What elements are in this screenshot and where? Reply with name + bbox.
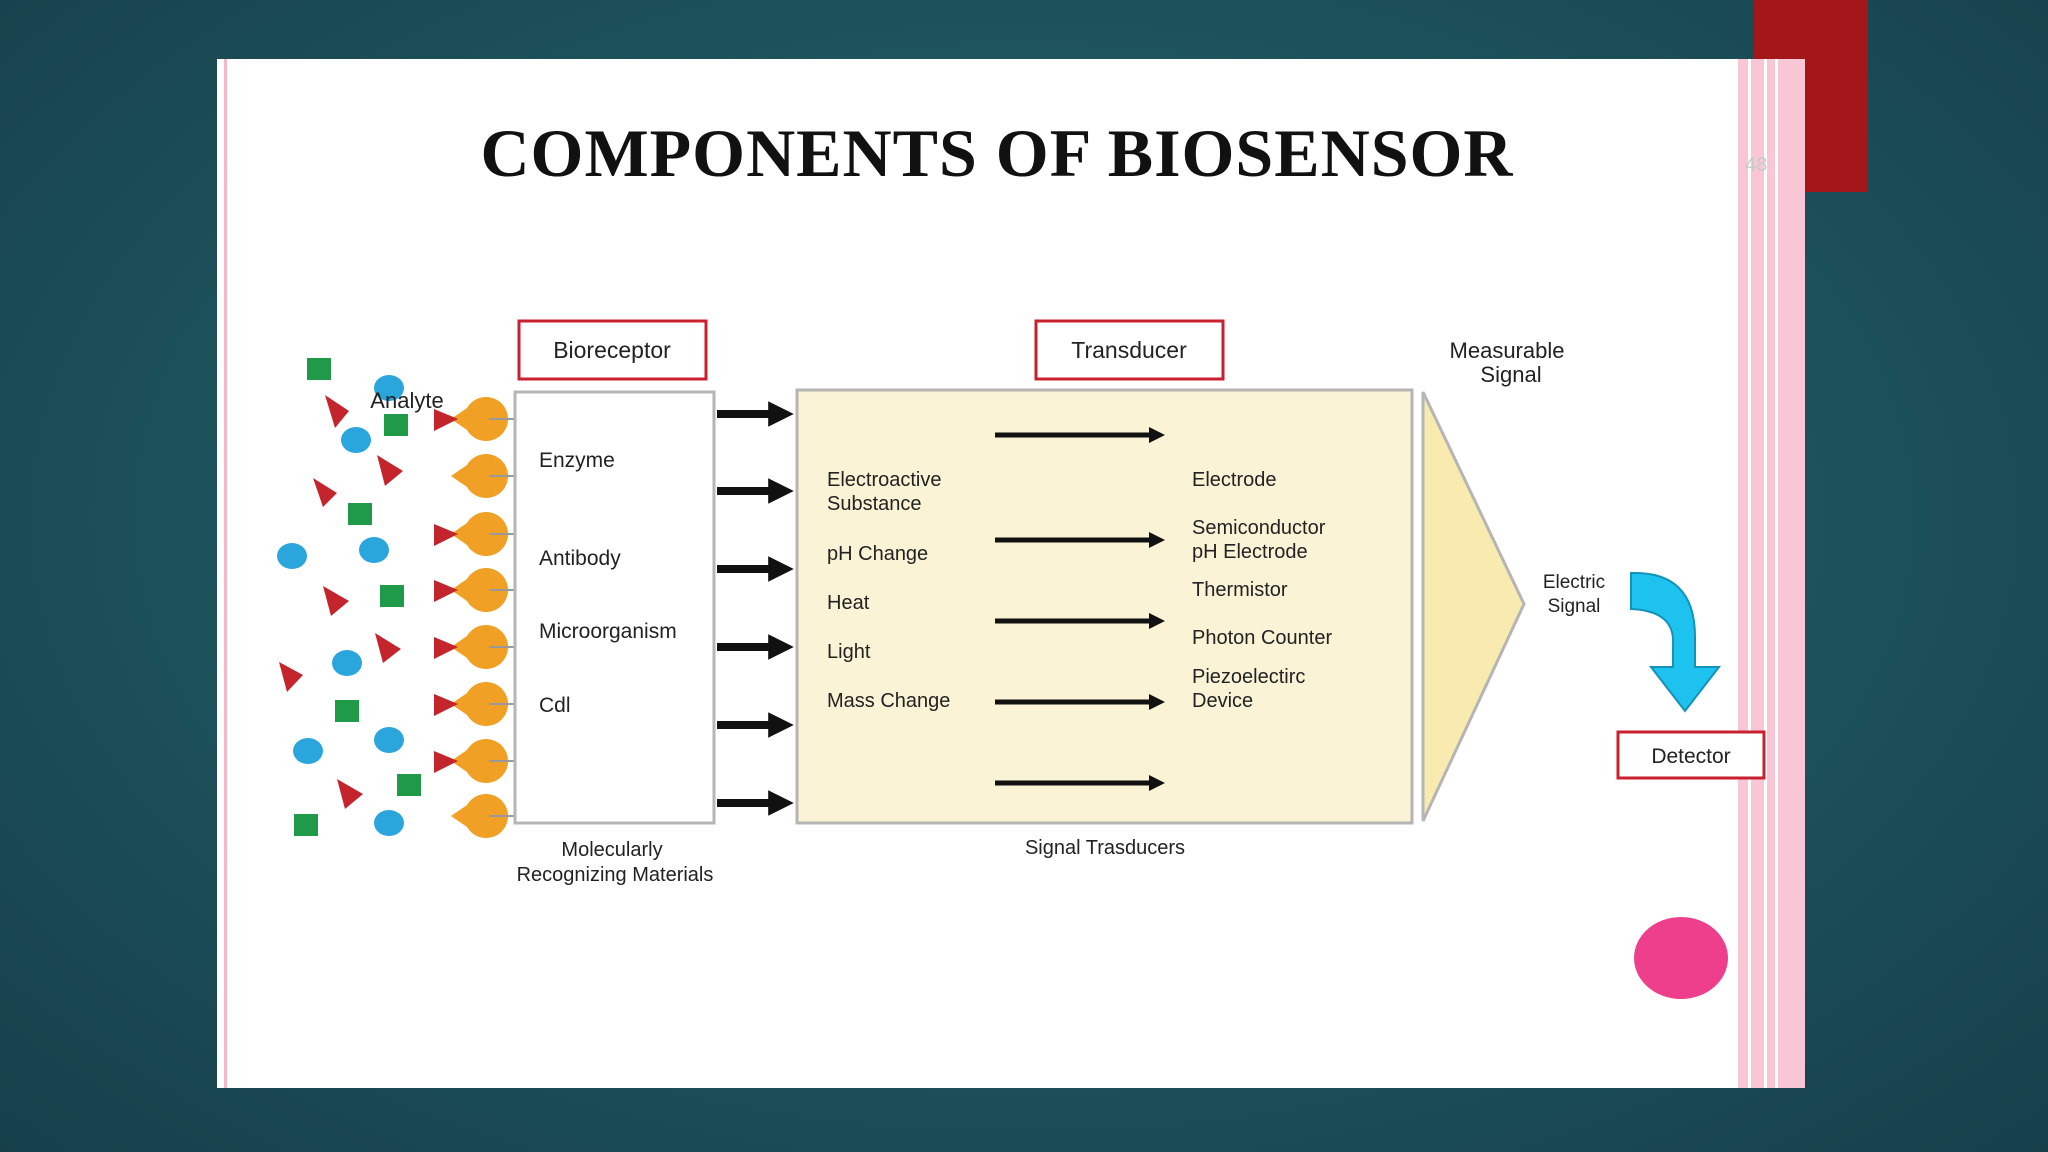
- bioreceptor-item: Antibody: [539, 547, 621, 570]
- receptor-icon: [434, 512, 515, 556]
- square-icon: [348, 503, 372, 525]
- transducer-output: Device: [1192, 690, 1253, 712]
- transducer-input: Light: [827, 641, 871, 663]
- measurable-signal-label: Signal: [1480, 362, 1541, 387]
- transducer-output: pH Electrode: [1192, 541, 1308, 563]
- bioreceptor-label-box: [517, 319, 708, 381]
- transducer-label-box: [1034, 319, 1225, 381]
- transducer-output: Thermistor: [1192, 579, 1288, 601]
- transducer-output: Electrode: [1192, 469, 1277, 491]
- triangle-icon: [375, 633, 401, 663]
- slide: COMPONENTS OF BIOSENSOR 48: [217, 59, 1805, 1088]
- circle-icon: [277, 543, 307, 569]
- detector-box: [1616, 730, 1766, 780]
- left-stripe: [224, 59, 227, 1088]
- square-icon: [294, 814, 318, 836]
- circle-icon: [293, 738, 323, 764]
- right-stripe-line: [1748, 59, 1751, 1088]
- detector-label: Detector: [1651, 745, 1730, 768]
- slide-title: COMPONENTS OF BIOSENSOR: [480, 115, 1514, 191]
- triangle-icon: [337, 779, 363, 809]
- analyte-label: Analyte: [370, 388, 443, 413]
- signal-triangle: [1421, 391, 1526, 822]
- circle-icon: [359, 537, 389, 563]
- transducer-output: Semiconductor: [1192, 517, 1326, 539]
- triangle-icon: [313, 478, 337, 507]
- transducer-input: Substance: [827, 493, 922, 515]
- circle-icon: [374, 375, 404, 401]
- square-icon: [307, 358, 331, 380]
- triangle-icon: [323, 586, 349, 616]
- curved-arrow-down-icon: [1630, 571, 1722, 713]
- bioreceptor-item: Enzyme: [539, 449, 615, 472]
- transducer-caption: Signal Trasducers: [1025, 837, 1185, 859]
- receptor-icon: [434, 397, 515, 441]
- receptor-icon: [434, 568, 515, 612]
- bioreceptor-caption: Molecularly: [561, 839, 662, 861]
- electric-signal-label: Electric: [1543, 572, 1605, 593]
- transducer-input: Mass Change: [827, 690, 950, 712]
- electric-signal-label: Signal: [1548, 596, 1601, 617]
- receptor-icon: [451, 453, 515, 499]
- receptor-icon: [434, 739, 515, 784]
- right-stripe-line: [1775, 59, 1778, 1088]
- receptor-icon: [434, 682, 515, 726]
- transducer-label: Transducer: [1071, 337, 1187, 363]
- triangle-icon: [325, 395, 349, 428]
- circle-icon: [341, 427, 371, 453]
- bioreceptor-label: Bioreceptor: [553, 337, 671, 363]
- square-icon: [397, 774, 421, 796]
- transducer-output: Photon Counter: [1192, 627, 1332, 649]
- square-icon: [384, 414, 408, 436]
- square-icon: [335, 700, 359, 722]
- square-icon: [380, 585, 404, 607]
- circle-icon: [374, 810, 404, 836]
- triangle-icon: [377, 455, 403, 486]
- bioreceptor-item: Cdl: [539, 694, 571, 717]
- measurable-signal-label: Measurable: [1450, 338, 1565, 363]
- receptor-column: [434, 397, 515, 839]
- transducer-input: pH Change: [827, 543, 928, 565]
- receptor-icon: [451, 794, 515, 839]
- circle-icon: [374, 727, 404, 753]
- biosensor-diagram: Analyte Bioreceptor Enzyme Antibody Micr…: [277, 319, 1766, 999]
- bioreceptor-arrows: [717, 401, 794, 816]
- analyte-particles: [277, 358, 421, 836]
- right-stripe-line: [1764, 59, 1767, 1088]
- bioreceptor-item: Microorganism: [539, 620, 677, 643]
- transducer-output: Piezoelectirc: [1192, 666, 1305, 688]
- pink-dot: [1634, 917, 1728, 999]
- bioreceptor-caption: Recognizing Materials: [517, 864, 714, 886]
- receptor-icon: [434, 625, 515, 670]
- bioreceptor-box: [513, 390, 716, 825]
- page-number: 48: [1745, 154, 1768, 176]
- circle-icon: [332, 650, 362, 676]
- triangle-icon: [279, 662, 303, 692]
- transducer-input: Electroactive: [827, 469, 942, 491]
- transducer-input: Heat: [827, 592, 870, 614]
- transducer-box: [795, 388, 1414, 825]
- transducer-arrows: [995, 426, 1166, 792]
